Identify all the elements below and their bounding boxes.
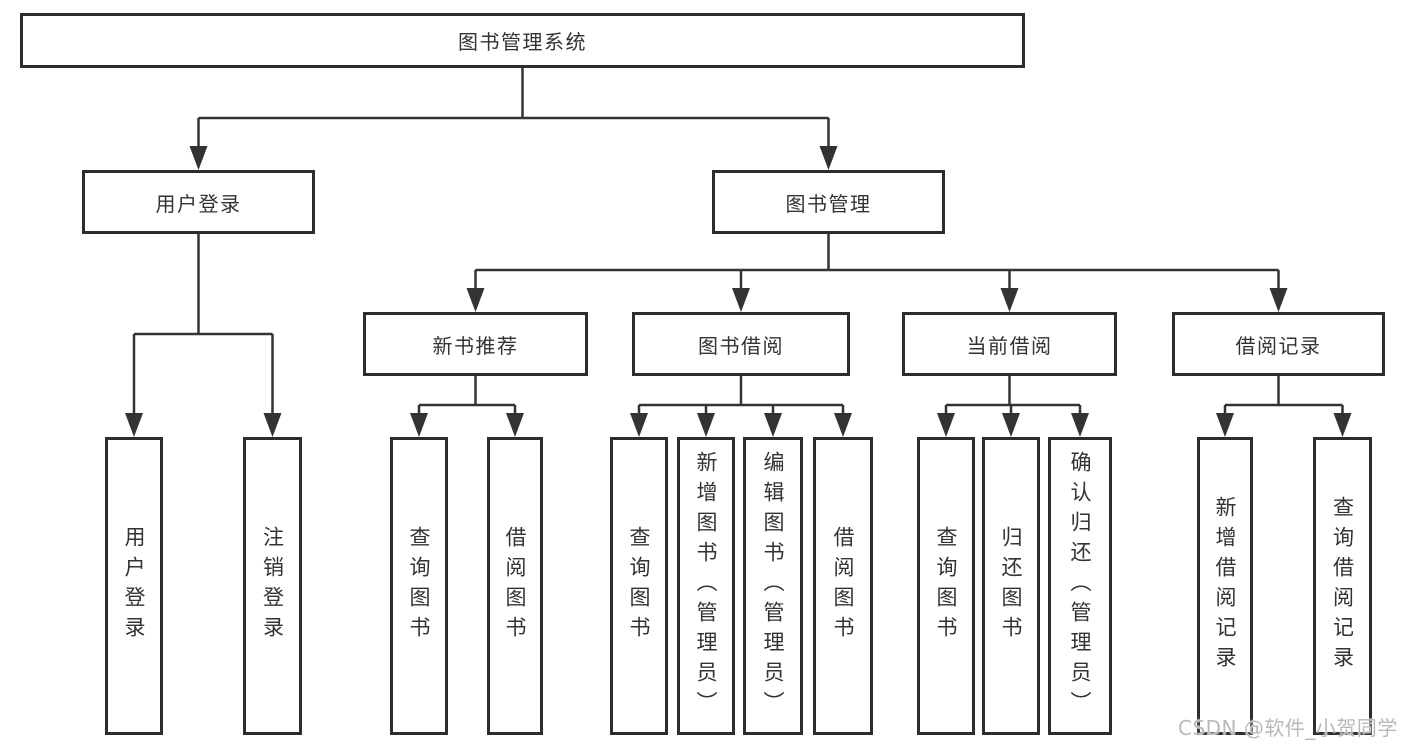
node-label: 新书推荐 <box>432 333 519 358</box>
arrowheads <box>125 146 1352 437</box>
node-label: 借阅图书 <box>503 526 528 646</box>
node-new-book-recommend: 新书推荐 <box>363 312 588 376</box>
node-label: 查询图书 <box>627 526 652 646</box>
leaf-edit-book-admin: 编辑图书（管理员） <box>743 437 803 735</box>
node-label: 确认归还（管理员） <box>1068 451 1093 721</box>
arrow-down-icon <box>697 413 715 437</box>
node-label: 图书管理系统 <box>458 30 587 54</box>
leaf-borrow-books-recommend: 借阅图书 <box>487 437 543 735</box>
arrow-down-icon <box>732 288 750 312</box>
node-label: 新增图书（管理员） <box>694 451 719 721</box>
node-label: 图书借阅 <box>698 333 784 358</box>
leaf-user-login: 用户登录 <box>105 437 163 735</box>
node-label: 借阅记录 <box>1235 333 1322 358</box>
leaf-return-books: 归还图书 <box>982 437 1040 735</box>
connector-currentborrow-to-leaves <box>944 376 1082 415</box>
leaf-query-books-recommend: 查询图书 <box>390 437 448 735</box>
node-label: 归还图书 <box>999 526 1024 646</box>
leaf-confirm-return-admin: 确认归还（管理员） <box>1048 437 1112 735</box>
node-label: 借阅图书 <box>831 526 856 646</box>
leaf-logout: 注销登录 <box>243 437 302 735</box>
node-label: 查询图书 <box>934 526 959 646</box>
arrow-down-icon <box>263 413 282 437</box>
connector-bookmgmt-to-level3 <box>474 234 1280 290</box>
node-borrow-records: 借阅记录 <box>1172 312 1385 376</box>
arrow-down-icon <box>937 413 955 437</box>
arrow-down-icon <box>1071 413 1089 437</box>
arrow-down-icon <box>1333 413 1352 437</box>
node-label: 新增借阅记录 <box>1213 496 1238 676</box>
node-label: 编辑图书（管理员） <box>761 451 786 721</box>
arrow-down-icon <box>1269 288 1288 312</box>
connector-userlogin-to-leaves <box>132 234 274 415</box>
arrow-down-icon <box>834 413 852 437</box>
arrow-down-icon <box>1216 413 1234 437</box>
arrow-down-icon <box>466 288 485 312</box>
leaf-add-borrow-record: 新增借阅记录 <box>1197 437 1253 735</box>
arrow-down-icon <box>819 146 838 170</box>
csdn-watermark: CSDN @软件_小贺同学 <box>1178 716 1398 740</box>
connector-root-to-level2 <box>197 68 830 148</box>
node-label: 用户登录 <box>122 526 147 646</box>
node-user-login: 用户登录 <box>82 170 315 234</box>
connector-newbook-to-leaves <box>417 376 517 415</box>
node-label: 当前借阅 <box>966 333 1053 358</box>
leaf-borrow-books: 借阅图书 <box>813 437 873 735</box>
node-current-borrow: 当前借阅 <box>902 312 1117 376</box>
node-label: 查询借阅记录 <box>1330 496 1355 676</box>
node-book-borrow: 图书借阅 <box>632 312 850 376</box>
leaf-query-books-current: 查询图书 <box>917 437 975 735</box>
arrow-down-icon <box>764 413 782 437</box>
leaf-add-book-admin: 新增图书（管理员） <box>677 437 735 735</box>
arrow-down-icon <box>125 413 143 437</box>
connector-bookborrow-to-leaves <box>637 376 845 415</box>
arrow-down-icon <box>1000 288 1019 312</box>
arrow-down-icon <box>410 413 428 437</box>
node-label: 注销登录 <box>260 526 285 646</box>
arrow-down-icon <box>506 413 524 437</box>
node-label: 查询图书 <box>407 526 432 646</box>
arrow-down-icon <box>1002 413 1020 437</box>
arrow-down-icon <box>630 413 648 437</box>
arrow-down-icon <box>189 146 208 170</box>
leaf-query-borrow-record: 查询借阅记录 <box>1313 437 1372 735</box>
node-label: 用户登录 <box>155 191 242 216</box>
node-label: 图书管理 <box>785 191 872 216</box>
node-book-management: 图书管理 <box>712 170 945 234</box>
connector-borrowrecord-to-leaves <box>1223 376 1344 415</box>
leaf-query-books-borrow: 查询图书 <box>610 437 668 735</box>
node-root-system: 图书管理系统 <box>20 13 1025 68</box>
